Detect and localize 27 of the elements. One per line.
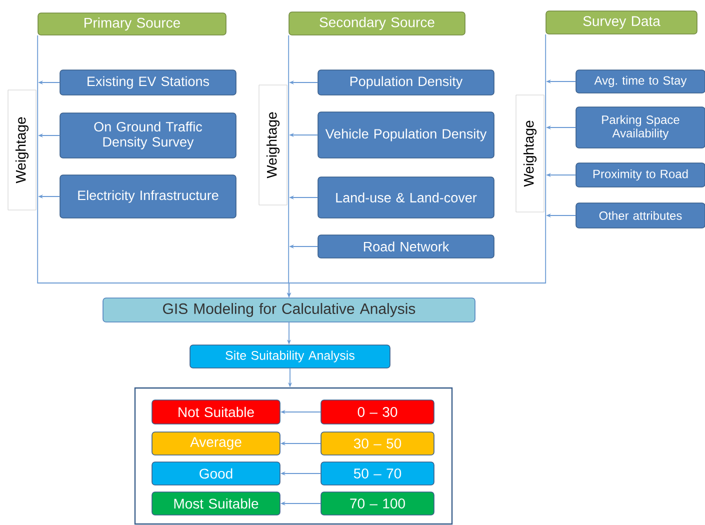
process-box: Site Suitability Analysis [190,344,390,368]
source-header: Secondary Source [288,12,466,36]
factor-box: Population Density [318,70,494,96]
factor-box: Electricity Infrastructure [60,174,236,218]
category-box: Not Suitable [152,400,280,424]
weightage-label: Weightage [258,84,288,206]
weightage-label: Weightage [8,90,36,210]
factor-box: Land-use & Land-cover [318,176,494,218]
category-box: 50 – 70 [320,462,434,486]
category-box: Most Suitable [152,492,280,516]
source-header: Primary Source [38,12,226,36]
process-box: GIS Modeling for Calculative Analysis [102,298,476,322]
category-box: Good [152,462,280,486]
factor-box: Other attributes [576,202,705,228]
category-box: Average [152,432,280,456]
source-header: Survey Data [546,10,698,34]
category-box: 0 – 30 [320,400,434,424]
category-box: 30 – 50 [320,432,434,456]
factor-box: Existing EV Stations [60,70,236,96]
category-box: 70 – 100 [320,492,434,516]
factor-box: Avg. time to Stay [576,70,705,94]
factor-box: Vehicle Population Density [318,112,494,158]
factor-box: Road Network [318,234,494,258]
weightage-label: Weightage [516,94,544,212]
factor-box: Proximity to Road [576,162,705,188]
factor-box: Parking Space Availability [576,106,705,148]
factor-box: On Ground Traffic Density Survey [60,112,236,158]
